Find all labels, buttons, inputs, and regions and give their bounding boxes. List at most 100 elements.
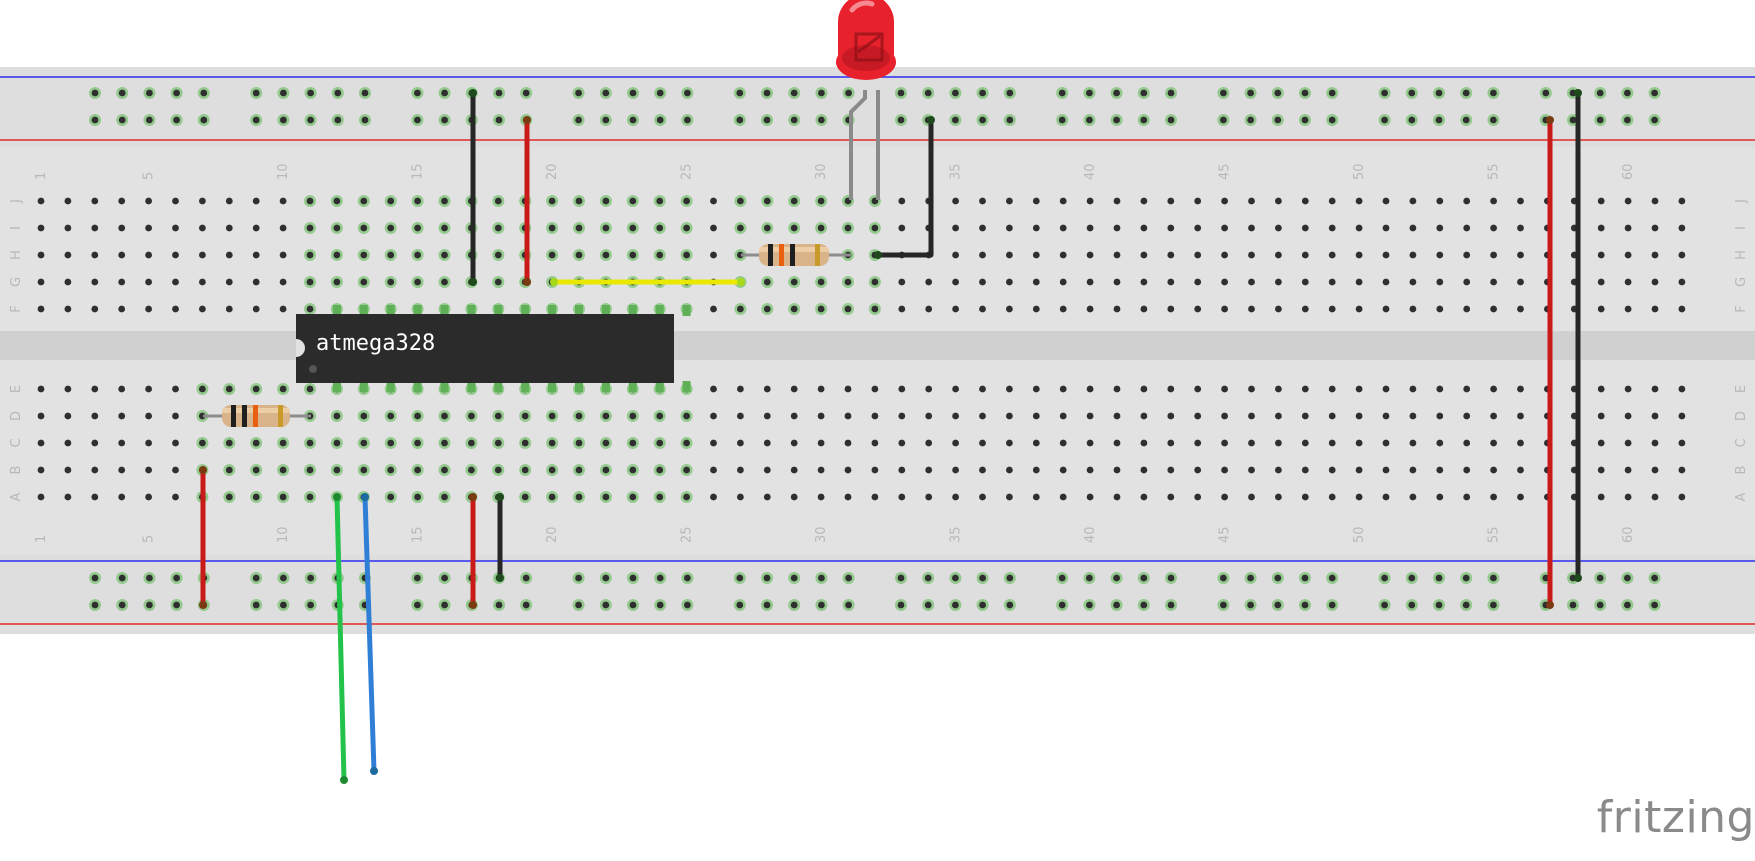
rail-hole[interactable] — [763, 89, 771, 97]
breadboard-hole[interactable] — [737, 493, 744, 501]
breadboard-hole[interactable] — [1006, 439, 1013, 447]
breadboard-hole[interactable] — [1032, 493, 1040, 501]
breadboard-hole[interactable] — [333, 439, 341, 447]
breadboard-hole[interactable] — [952, 278, 959, 286]
rail-hole[interactable] — [522, 601, 530, 609]
breadboard-hole[interactable] — [1355, 224, 1363, 232]
rail-hole[interactable] — [684, 116, 691, 124]
breadboard-hole[interactable] — [575, 439, 583, 447]
breadboard-hole[interactable] — [575, 197, 583, 205]
rail-hole[interactable] — [790, 89, 798, 97]
rail-hole[interactable] — [1408, 601, 1416, 609]
breadboard-hole[interactable] — [172, 466, 179, 474]
rail-hole[interactable] — [1247, 574, 1254, 582]
breadboard-hole[interactable] — [172, 439, 179, 447]
rail-hole[interactable] — [1596, 574, 1604, 582]
breadboard-hole[interactable] — [199, 197, 206, 205]
rail-hole[interactable] — [845, 89, 852, 97]
breadboard-hole[interactable] — [1032, 412, 1040, 420]
breadboard-hole[interactable] — [252, 278, 260, 286]
breadboard-hole[interactable] — [1678, 224, 1686, 232]
breadboard-hole[interactable] — [710, 251, 717, 259]
breadboard-hole[interactable] — [1194, 305, 1202, 313]
breadboard-hole[interactable] — [387, 466, 395, 474]
breadboard-hole[interactable] — [979, 224, 986, 232]
breadboard-hole[interactable] — [1678, 278, 1686, 286]
rail-hole[interactable] — [1086, 116, 1093, 124]
breadboard-hole[interactable] — [414, 493, 421, 501]
breadboard-hole[interactable] — [1032, 466, 1040, 474]
breadboard-hole[interactable] — [898, 224, 906, 232]
rail-hole[interactable] — [1220, 601, 1227, 609]
rail-hole[interactable] — [1113, 89, 1120, 97]
breadboard-hole[interactable] — [1140, 412, 1148, 420]
breadboard-hole[interactable] — [1436, 412, 1444, 420]
breadboard-hole[interactable] — [817, 412, 825, 420]
rail-hole[interactable] — [1490, 574, 1497, 582]
rail-hole[interactable] — [441, 89, 448, 97]
rail-hole[interactable] — [441, 601, 448, 609]
breadboard-hole[interactable] — [414, 466, 421, 474]
breadboard-hole[interactable] — [1194, 197, 1202, 205]
breadboard-hole[interactable] — [225, 305, 233, 313]
breadboard-hole[interactable] — [1059, 251, 1067, 259]
breadboard-hole[interactable] — [1248, 493, 1255, 501]
breadboard-hole[interactable] — [898, 197, 906, 205]
breadboard-hole[interactable] — [1275, 466, 1282, 474]
breadboard-hole[interactable] — [1624, 439, 1632, 447]
rail-hole[interactable] — [1301, 116, 1309, 124]
breadboard-hole[interactable] — [279, 439, 287, 447]
breadboard-hole[interactable] — [844, 412, 852, 420]
breadboard-hole[interactable] — [790, 305, 798, 313]
breadboard-hole[interactable] — [952, 412, 959, 420]
rail-hole[interactable] — [1490, 116, 1497, 124]
breadboard-hole[interactable] — [710, 224, 717, 232]
breadboard-hole[interactable] — [1301, 224, 1309, 232]
breadboard-hole[interactable] — [468, 466, 475, 474]
rail-hole[interactable] — [414, 116, 421, 124]
breadboard-hole[interactable] — [306, 278, 314, 286]
rail-hole[interactable] — [1408, 116, 1416, 124]
breadboard-hole[interactable] — [817, 278, 825, 286]
rail-hole[interactable] — [1651, 89, 1658, 97]
breadboard-hole[interactable] — [898, 466, 906, 474]
breadboard-hole[interactable] — [1651, 412, 1659, 420]
breadboard-hole[interactable] — [1409, 385, 1417, 393]
breadboard-hole[interactable] — [1517, 466, 1524, 474]
breadboard-hole[interactable] — [1597, 439, 1605, 447]
breadboard-hole[interactable] — [118, 251, 126, 259]
breadboard-hole[interactable] — [656, 197, 664, 205]
breadboard-hole[interactable] — [333, 224, 341, 232]
rail-hole[interactable] — [361, 89, 369, 97]
breadboard-hole[interactable] — [118, 466, 126, 474]
breadboard-hole[interactable] — [1463, 305, 1471, 313]
breadboard-hole[interactable] — [1059, 439, 1067, 447]
rail-hole[interactable] — [1381, 601, 1388, 609]
rail-hole[interactable] — [1328, 89, 1336, 97]
breadboard-hole[interactable] — [1409, 305, 1417, 313]
rail-hole[interactable] — [897, 89, 905, 97]
breadboard-hole[interactable] — [64, 439, 72, 447]
breadboard-hole[interactable] — [1194, 412, 1202, 420]
breadboard-hole[interactable] — [1086, 305, 1094, 313]
breadboard-hole[interactable] — [1301, 251, 1309, 259]
breadboard-hole[interactable] — [763, 305, 771, 313]
breadboard-hole[interactable] — [172, 251, 179, 259]
breadboard-hole[interactable] — [710, 412, 717, 420]
breadboard-hole[interactable] — [118, 412, 126, 420]
rail-hole[interactable] — [656, 116, 664, 124]
breadboard-hole[interactable] — [575, 412, 583, 420]
breadboard-hole[interactable] — [1517, 493, 1524, 501]
breadboard-hole[interactable] — [548, 439, 556, 447]
breadboard-hole[interactable] — [1301, 278, 1309, 286]
breadboard-hole[interactable] — [1059, 412, 1067, 420]
rail-hole[interactable] — [1301, 574, 1309, 582]
breadboard-hole[interactable] — [898, 412, 906, 420]
breadboard-hole[interactable] — [1355, 493, 1363, 501]
breadboard-hole[interactable] — [952, 385, 959, 393]
breadboard-hole[interactable] — [737, 412, 744, 420]
breadboard-hole[interactable] — [548, 224, 556, 232]
rail-hole[interactable] — [1381, 116, 1388, 124]
breadboard-hole[interactable] — [763, 412, 771, 420]
breadboard-hole[interactable] — [763, 224, 771, 232]
